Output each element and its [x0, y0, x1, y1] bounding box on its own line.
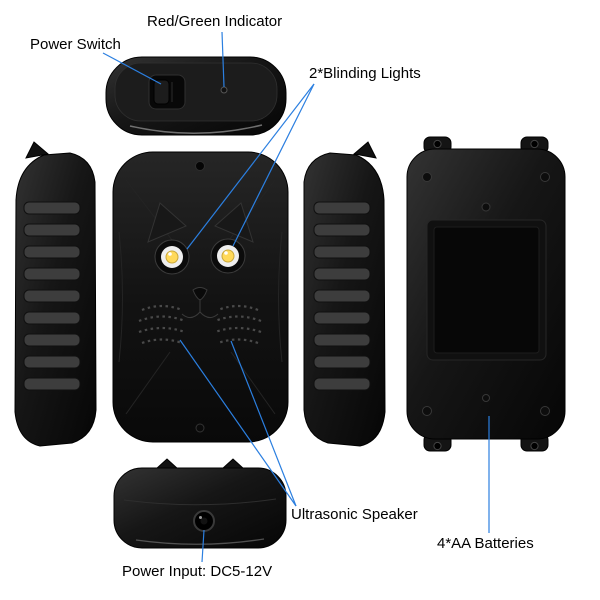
front-view	[112, 151, 289, 443]
callout-line-light-left	[186, 83, 315, 250]
speaker-grille-left	[138, 304, 186, 345]
right-ear-profile	[352, 141, 377, 159]
dc-power-jack	[193, 510, 215, 532]
blinding-light-right	[210, 238, 246, 274]
callout-lines	[102, 31, 490, 563]
power-switch	[148, 74, 186, 110]
back-view	[406, 136, 566, 452]
indicator-led	[220, 86, 228, 94]
label-ultrasonic-speaker: Ultrasonic Speaker	[291, 506, 418, 523]
left-vent-ribs	[23, 201, 81, 391]
back-screws	[422, 172, 550, 416]
speaker-grille-right	[214, 304, 262, 345]
top-highlight	[129, 124, 263, 134]
bottom-seam	[123, 498, 277, 506]
callout-line-power-input	[201, 529, 205, 563]
label-blinding-lights: 2*Blinding Lights	[309, 65, 421, 82]
left-side-view	[14, 141, 97, 447]
cat-ear-left	[147, 202, 187, 243]
label-batteries: 4*AA Batteries	[437, 535, 534, 552]
right-side-view	[303, 141, 386, 447]
bottom-highlight	[135, 538, 265, 545]
callout-line-light-right	[232, 83, 315, 247]
battery-compartment	[426, 219, 547, 361]
callout-line-speaker-right	[230, 340, 297, 507]
callout-line-indicator	[221, 31, 225, 88]
hanger-hole	[195, 161, 205, 171]
right-vent-ribs	[313, 201, 371, 391]
bottom-view	[113, 458, 287, 549]
top-view	[105, 56, 287, 136]
callout-line-power-switch	[102, 52, 162, 85]
blinding-light-left	[154, 239, 190, 275]
front-bottom-screw	[195, 423, 205, 433]
cat-ear-right	[214, 202, 254, 243]
callout-line-speaker-left	[179, 339, 297, 507]
label-power-switch: Power Switch	[30, 36, 121, 53]
left-ear-profile	[25, 141, 50, 159]
label-power-input: Power Input: DC5-12V	[122, 563, 273, 580]
label-red-green-indicator: Red/Green Indicator	[147, 13, 283, 30]
cat-nose-mouth	[181, 287, 219, 318]
